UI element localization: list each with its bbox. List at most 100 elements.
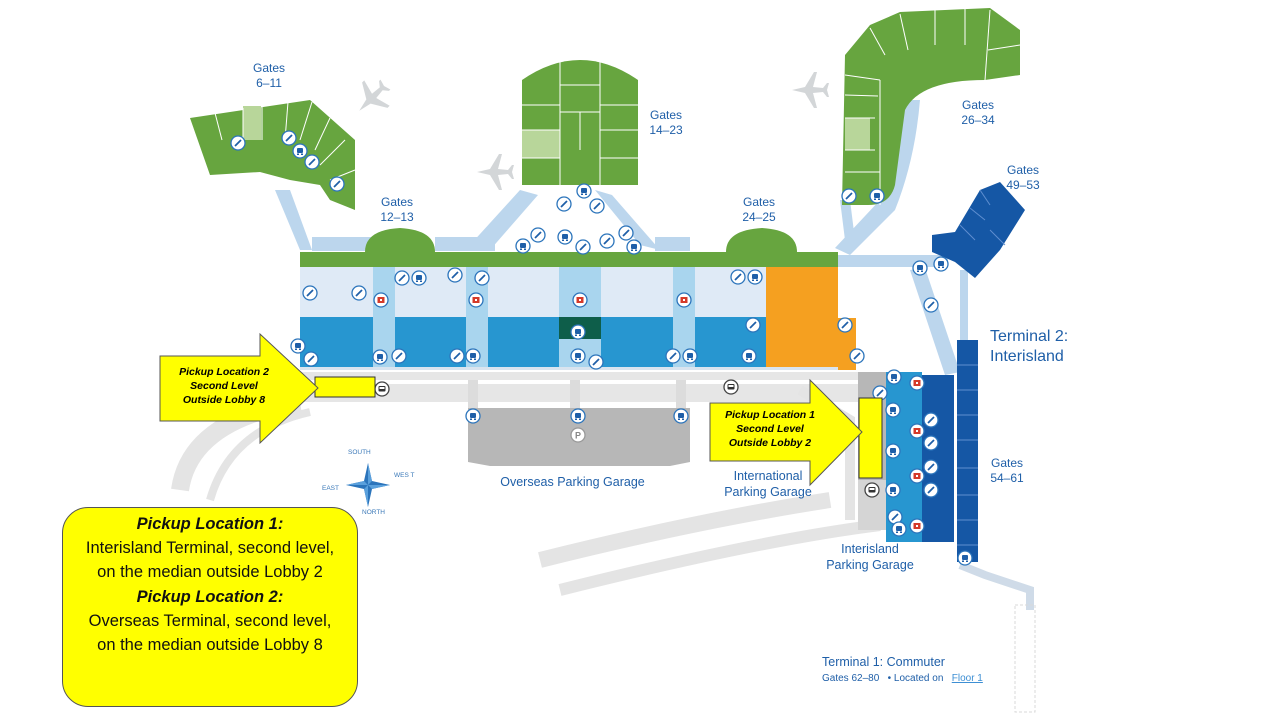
shuttle-icon [891,521,907,537]
bus-stop-icon [374,381,390,397]
shuttle-icon [570,324,586,340]
compass-west: WES T [394,472,415,479]
restroom-icon [923,297,939,313]
restroom-icon [730,269,746,285]
concourse-gates-24-25 [726,228,797,252]
concourse-26-34-lightpanel [845,118,870,150]
gates-number: 26–34 [961,113,995,127]
gates-number: 6–11 [256,76,282,90]
shuttle-icon [292,143,308,159]
gates-24-25-label: Gates 24–25 [734,195,784,225]
shuttle-icon [885,482,901,498]
pickup-1-heading: Pickup Location 1: [136,515,284,533]
interisland-garage-line1: Interisland [841,542,899,556]
pickup-location-1-arrow [709,378,863,487]
pickup-location-1-callout: Pickup Location 1 Second Level Outside L… [708,408,832,451]
shuttle-icon [741,348,757,364]
shuttle-icon [372,349,388,365]
dining-icon [909,423,925,439]
restroom-icon [618,225,634,241]
restroom-icon [303,351,319,367]
shuttle-icon [886,369,902,385]
terminal-2-title: Terminal 2: [990,328,1069,345]
restroom-icon [589,198,605,214]
shuttle-icon [626,239,642,255]
callout-line: Outside Lobby 8 [182,394,266,407]
pickup-location-2-marker [314,376,376,398]
gates-label: Gates [990,456,1023,470]
shuttle-icon [411,270,427,286]
bus-stop-icon [723,379,739,395]
concourse-gates-54-61 [957,340,978,562]
gates-number: 24–25 [742,210,776,224]
gates-label: Gates [961,98,994,112]
compass-east: EAST [322,485,339,492]
shuttle-icon [576,183,592,199]
shuttle-icon [933,256,949,272]
international-garage-line1: International [733,469,803,483]
shuttle-icon [570,408,586,424]
restroom-icon [923,482,939,498]
gates-6-11-label: Gates 6–11 [244,61,294,91]
gates-label: Gates [252,61,285,75]
terminal-upper-area [300,267,766,317]
pickup-1-description: Interisland Terminal, second level, on t… [85,539,335,582]
callout-line: Second Level [190,380,258,393]
gates-number: 54–61 [990,471,1024,485]
international-garage-label: International Parking Garage [718,469,818,500]
concourse-gates-49-53 [932,182,1025,278]
gates-label: Gates [742,195,775,209]
restroom-icon [841,188,857,204]
pickup-2-heading: Pickup Location 2: [136,587,284,606]
restroom-icon [351,285,367,301]
restroom-icon [329,176,345,192]
callout-line: Pickup Location 2 [179,366,269,378]
restroom-icon [449,348,465,364]
commuter-located-on: • Located on [887,673,944,684]
callout-line: Outside Lobby 2 [728,437,812,450]
pickup-location-2-callout: Pickup Location 2 Second Level Outside L… [158,365,290,408]
shuttle-icon [747,269,763,285]
shuttle-icon [869,188,885,204]
interisland-garage-line2: Parking Garage [826,557,914,572]
commuter-terminal-legend: Terminal 1: Commuter Gates 62–80 • Locat… [822,655,983,684]
concourse-gates-26-34 [842,8,1020,205]
gates-54-61-label: Gates 54–61 [982,456,1032,486]
shuttle-icon [885,402,901,418]
dining-icon [909,468,925,484]
restroom-icon [923,412,939,428]
restroom-icon [599,233,615,249]
gates-number: 14–23 [649,123,683,137]
shuttle-icon [673,408,689,424]
shuttle-icon [682,348,698,364]
airplane-icon [792,72,829,108]
dining-icon [676,292,692,308]
restroom-icon [447,267,463,283]
restroom-icon [394,270,410,286]
callout-line: Pickup Location 1 [725,409,815,421]
pickup-2-description: Overseas Terminal, second level, on the … [88,611,332,655]
shuttle-icon [515,238,531,254]
restroom-icon [304,154,320,170]
terminal-2-subtitle: Interisland [990,348,1064,365]
concourse-gates-12-13 [365,228,435,252]
callout-line: Second Level [736,423,804,436]
interisland-terminal-upper [922,375,954,542]
compass-north: NORTH [362,509,385,516]
shuttle-icon [557,229,573,245]
interisland-garage-label: Interisland Parking Garage [820,542,920,573]
bus-stop-icon [864,482,880,498]
pickup-location-2-arrow [159,332,319,445]
commuter-gates: Gates 62–80 [822,673,880,684]
shuttle-icon [957,550,973,566]
compass-south: SOUTH [348,449,371,456]
restroom-icon [302,285,318,301]
terminal-2-label: Terminal 2: Interisland [990,327,1090,367]
restroom-icon [923,459,939,475]
gates-49-53-label: Gates 49–53 [998,163,1048,193]
floor-1-link[interactable]: Floor 1 [951,673,983,684]
restroom-icon [530,227,546,243]
gates-label: Gates [380,195,413,209]
concourse-14-23-lightpanel [522,130,560,158]
